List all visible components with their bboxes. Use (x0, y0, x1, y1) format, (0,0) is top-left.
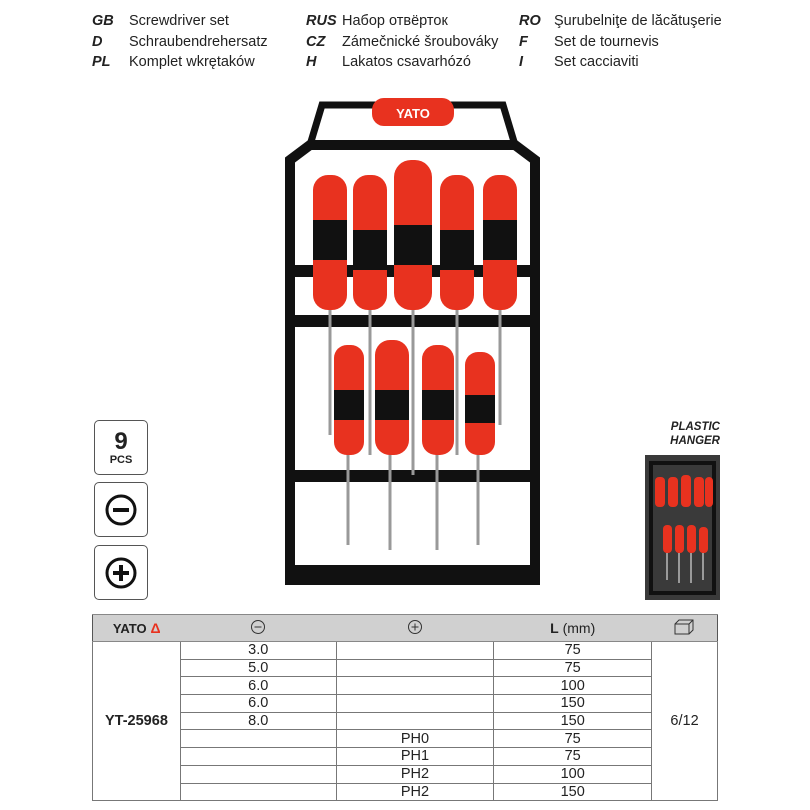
title-f: F Set de tournevis (519, 32, 722, 53)
length-value: 75 (493, 729, 653, 749)
length-value: 75 (493, 658, 653, 678)
lang-text: Set de tournevis (554, 33, 659, 50)
piece-count-unit: PCS (109, 453, 133, 466)
length-value: 75 (493, 641, 653, 660)
slot-size: 8.0 (179, 711, 337, 731)
lang-text: Schraubendrehersatz (129, 33, 268, 50)
title-i: I Set cacciaviti (519, 52, 722, 73)
slotted-icon (251, 619, 266, 634)
plastic-hanger-image (645, 455, 720, 600)
hanger-label-line2: HANGER (670, 435, 720, 447)
lang-code: H (306, 54, 317, 70)
lang-code: RO (519, 13, 541, 29)
screwdriver-set-image: YATO (285, 98, 540, 585)
length-value: 150 (493, 694, 653, 713)
slotted-icon (105, 494, 137, 525)
brand-logo-text: YATO (396, 106, 430, 121)
title-h: H Lakatos csavarhózó (306, 52, 498, 73)
slot-size: 6.0 (179, 676, 337, 696)
slot-size: 3.0 (179, 641, 337, 660)
length-unit: (mm) (562, 620, 596, 636)
upper-screwdrivers (313, 160, 517, 475)
table-row: 8.0 150 (93, 711, 718, 731)
table-row: 6.0 150 (93, 694, 718, 713)
title-cz: CZ Zámečnické šroubováky (306, 32, 498, 53)
length-value: 100 (493, 764, 653, 784)
lang-code: PL (92, 54, 111, 70)
phillips-badge (94, 545, 148, 600)
title-column-2: RUS Набор отвёрток CZ Zámečnické šroubovák… (306, 11, 498, 73)
slot-size (179, 764, 337, 784)
phillips-size (335, 676, 495, 696)
lang-text: Набор отвёрток (342, 13, 448, 29)
phillips-size (335, 694, 495, 713)
phillips-size: PH0 (335, 729, 495, 749)
title-rus: RUS Набор отвёрток (306, 11, 498, 32)
lang-text: Screwdriver set (129, 13, 229, 29)
slot-size: 6.0 (179, 694, 337, 713)
title-column-3: RO Şurubelniţe de lăcătuşerie F Set de tou… (519, 11, 722, 73)
lang-code: F (519, 33, 528, 50)
title-column-1: GB Screwdriver set D Schraubendrehersatz P… (92, 11, 268, 73)
piece-count: 9 (114, 427, 128, 455)
header-brand: YATO Δ (92, 614, 181, 642)
slot-size: 5.0 (179, 658, 337, 678)
title-gb: GB Screwdriver set (92, 11, 268, 32)
lang-code: D (92, 33, 103, 50)
lang-code: GB (92, 13, 114, 29)
lang-text: Şurubelniţe de lăcătuşerie (554, 13, 722, 29)
hanger-label-line1: PLASTIC (670, 421, 720, 433)
phillips-size: PH2 (335, 782, 495, 802)
title-ro: RO Şurubelniţe de lăcătuşerie (519, 11, 722, 32)
length-value: 150 (493, 711, 653, 731)
lang-text: Set cacciaviti (554, 54, 639, 70)
package-quantity: 6/12 (651, 640, 718, 802)
length-value: 100 (493, 676, 653, 696)
brand-logo-text: YATO (112, 621, 147, 636)
title-d: D Schraubendrehersatz (92, 32, 268, 53)
phillips-size: PH2 (335, 764, 495, 784)
length-value: 75 (493, 747, 653, 766)
piece-count-badge: 9 PCS (94, 420, 148, 475)
lang-code: RUS (306, 13, 337, 29)
length-label: L (550, 620, 559, 636)
table-row: 5.0 75 (93, 658, 718, 678)
lang-text: Lakatos csavarhózó (342, 54, 471, 70)
lang-code: CZ (306, 33, 326, 50)
phillips-icon (407, 619, 422, 634)
lang-code: I (519, 54, 524, 70)
phillips-icon (105, 557, 137, 588)
slot-size (179, 782, 337, 802)
header-package (651, 614, 718, 642)
header-length: L (mm) (493, 614, 652, 642)
lang-text: Komplet wkrętaków (129, 54, 255, 70)
phillips-size: PH1 (335, 747, 495, 766)
lower-screwdrivers (334, 340, 495, 550)
header-phillips (336, 614, 494, 642)
length-value: 150 (493, 782, 653, 802)
slotted-badge (94, 482, 148, 537)
table-row: 6.0 100 (93, 676, 718, 696)
yato-logo-icon: Δ (150, 620, 161, 636)
slot-size (179, 747, 337, 766)
header-slotted (180, 614, 337, 642)
phillips-size (335, 658, 495, 678)
box-icon (674, 619, 694, 634)
lang-text: Zámečnické šroubováky (342, 33, 499, 50)
phillips-size (335, 641, 495, 660)
slot-size (179, 729, 337, 749)
product-code: YT-25968 (92, 640, 181, 802)
title-pl: PL Komplet wkrętaków (92, 52, 268, 73)
hanger-label: PLASTIC HANGER (660, 420, 720, 448)
table-header-row: YATO Δ L (mm) (92, 614, 718, 642)
phillips-size (335, 711, 495, 731)
